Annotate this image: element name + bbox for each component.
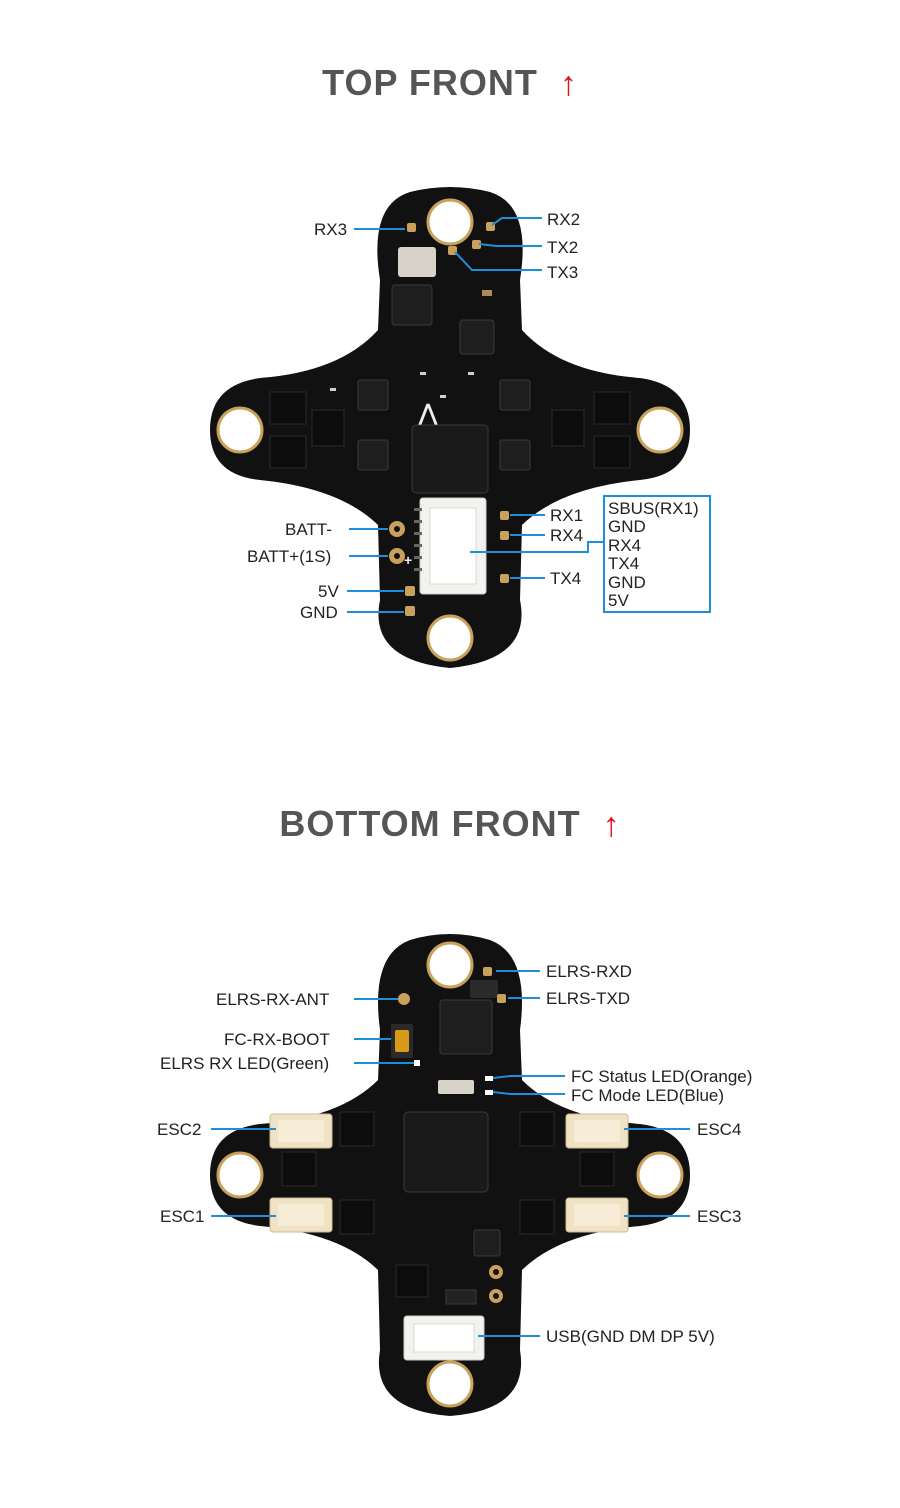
label-esc2: ESC2 (157, 1120, 201, 1139)
label-fc-status-led: FC Status LED(Orange) (571, 1067, 752, 1086)
pinout-item: RX4 (608, 536, 641, 555)
label-elrs-rx-led: ELRS RX LED(Green) (160, 1054, 329, 1073)
top-front-title-text: TOP FRONT (322, 62, 538, 103)
mosfet (519, 1111, 555, 1147)
mosfet (551, 409, 585, 447)
bottom-board (210, 934, 690, 1416)
label-5v: 5V (318, 582, 339, 601)
esc-connector-esc1 (269, 1197, 333, 1233)
pinout-item: TX4 (608, 554, 639, 573)
mounting-hole (636, 1151, 684, 1199)
chip (470, 980, 498, 998)
smd-part (440, 395, 446, 398)
label-elrs-rx-ant: ELRS-RX-ANT (216, 990, 329, 1009)
esc-connector-esc3 (565, 1197, 629, 1233)
mounting-hole (426, 941, 474, 989)
label-gnd: GND (300, 603, 338, 622)
front-arrow-icon: ↑ (559, 65, 578, 103)
orange-led (485, 1076, 493, 1081)
chip (473, 1229, 501, 1257)
label-rx2: RX2 (547, 210, 580, 229)
usb-connector-housing (413, 1323, 475, 1353)
top-front-title: TOP FRONT ↑ (0, 62, 900, 104)
mounting-hole (426, 198, 474, 246)
label-batt-plus: BATT+(1S) (247, 547, 331, 566)
pinout-item: GND (608, 573, 646, 592)
connector-pins (414, 508, 422, 571)
label-rx1: RX1 (550, 506, 583, 525)
pinout-item: SBUS(RX1) (608, 499, 699, 518)
mosfet (269, 435, 307, 469)
esc-connector-esc2 (269, 1113, 333, 1149)
label-esc1: ESC1 (160, 1207, 204, 1226)
mosfet (519, 1199, 555, 1235)
mosfet (593, 391, 631, 425)
bottom-front-title: BOTTOM FRONT ↑ (0, 803, 900, 845)
smd-part (482, 290, 492, 296)
chip (357, 439, 389, 471)
chip (391, 284, 433, 326)
elrs-chip (439, 999, 493, 1055)
smd-part (468, 372, 474, 375)
connector-pinout-box (603, 495, 711, 613)
label-elrs-rxd: ELRS-RXD (546, 962, 632, 981)
label-rx4: RX4 (550, 526, 583, 545)
bottom-labels: ELRS-RXD ELRS-TXD ELRS-RX-ANT FC-RX-BOOT… (157, 962, 752, 1346)
pinout-item: 5V (608, 591, 629, 610)
bottom-front-title-text: BOTTOM FRONT (279, 803, 581, 844)
label-tx4: TX4 (550, 569, 581, 588)
label-fc-rx-boot: FC-RX-BOOT (224, 1030, 330, 1049)
mosfet (311, 409, 345, 447)
top-board: + ⋀ (210, 187, 690, 668)
inductor (395, 1264, 429, 1298)
label-usb: USB(GND DM DP 5V) (546, 1327, 715, 1346)
bottom-leader-lines (211, 970, 690, 1337)
esc-connector-esc4 (565, 1113, 629, 1149)
smd-part (330, 388, 336, 391)
mounting-hole (426, 1360, 474, 1408)
label-tx2: TX2 (547, 238, 578, 257)
top-leader-lines (347, 217, 604, 613)
green-led (414, 1060, 420, 1066)
solder-pads (398, 967, 506, 1303)
label-fc-mode-led: FC Mode LED(Blue) (571, 1086, 724, 1105)
label-elrs-txd: ELRS-TXD (546, 989, 630, 1008)
mounting-hole (426, 614, 474, 662)
mosfet (339, 1199, 375, 1235)
mounting-hole (216, 1151, 264, 1199)
chip (357, 379, 389, 411)
chip (459, 319, 495, 355)
crystal-oscillator (398, 247, 436, 277)
chip (499, 379, 531, 411)
top-labels: RX3 RX2 TX2 TX3 BATT- BATT+(1S) 5V GND R… (247, 210, 699, 622)
svg-text:+: + (404, 552, 412, 568)
mosfet (339, 1111, 375, 1147)
silkscreen: + ⋀ (404, 400, 438, 568)
mosfet (281, 1151, 317, 1187)
connector-housing (429, 507, 477, 585)
chip (499, 439, 531, 471)
pinout-item: GND (608, 517, 646, 536)
mosfet (269, 391, 307, 425)
mounting-hole (216, 406, 264, 454)
smd-part (420, 372, 426, 375)
main-chip (411, 424, 489, 494)
label-esc4: ESC4 (697, 1120, 741, 1139)
svg-text:⋀: ⋀ (418, 400, 438, 425)
crystal (438, 1080, 474, 1094)
solder-pads (389, 222, 509, 616)
mosfet (579, 1151, 615, 1187)
blue-led (485, 1090, 493, 1095)
front-arrow-icon: ↑ (602, 806, 621, 844)
boot-button-cap (395, 1030, 409, 1052)
smd-part (445, 1289, 477, 1305)
label-batt-minus: BATT- (285, 520, 332, 539)
mcu-chip (403, 1111, 489, 1193)
mosfet (593, 435, 631, 469)
mounting-hole (636, 406, 684, 454)
label-rx3: RX3 (314, 220, 347, 239)
label-esc3: ESC3 (697, 1207, 741, 1226)
label-tx3: TX3 (547, 263, 578, 282)
